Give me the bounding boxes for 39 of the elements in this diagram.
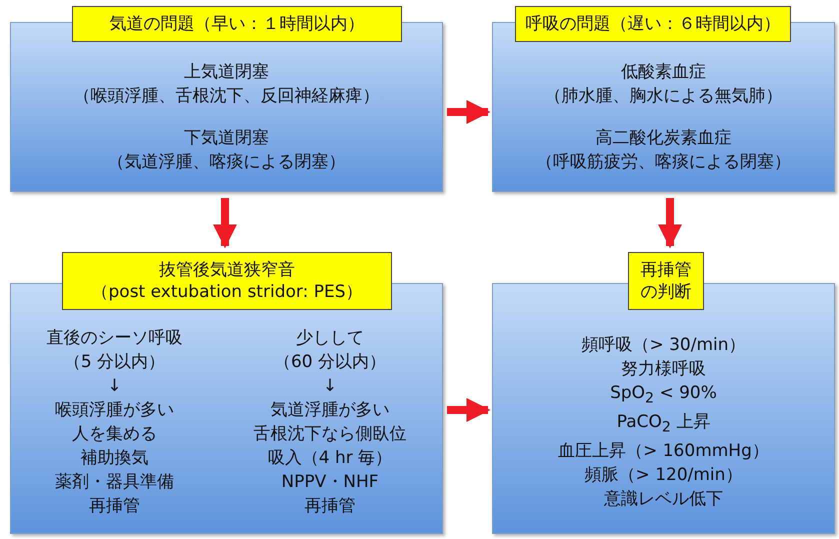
body-text: ↓ [107,375,122,398]
heading-label: 気道の問題（早い：１時間以内） [72,6,402,42]
body-text: （60 分以内） [274,351,386,374]
body-text: 人を集める [72,423,157,446]
body-text: 補助換気 [80,447,148,470]
body-text: （喉頭浮腫、舌根沈下、反回神経麻痺） [74,85,380,108]
body-text: 上気道閉塞 [184,61,269,84]
body-text: 少しして [296,327,364,350]
body-text: 意識レベル低下 [604,488,723,512]
arrow [213,198,237,248]
body-text: 血圧上昇（> 160mmHg） [558,440,769,464]
body-text: SpO$_{2}$ < 90% [610,382,717,408]
heading-label: 抜管後気道狭窄音 （post extubation stridor: PES） [62,252,392,310]
body-text: （肺水腫、胸水による無気肺） [544,85,782,108]
body-text: 下気道閉塞 [184,127,269,150]
body-text: 頻呼吸（> 30/min） [581,334,746,357]
body-text: PaCO$_{2}$ 上昇 [616,411,710,438]
body-text: 直後のシーソ呼吸 [46,327,182,350]
body-text: （呼吸筋疲労、喀痰による閉塞） [536,151,791,174]
body-text: 頻脈（> 120/min） [584,464,742,488]
body-text: NPPV・NHF [281,471,379,494]
body-text: （気道浮腫、喀痰による閉塞） [108,151,346,174]
body-text: 吸入（4 hr 毎） [268,447,392,470]
body-text: 気道浮腫が多い [270,399,390,422]
body-text: 舌根沈下なら側臥位 [254,423,406,446]
body-text: 再挿管 [89,495,140,518]
body-text: 薬剤・器具準備 [55,471,174,494]
arrow [447,398,490,422]
heading-label: 再挿管の判断 [628,252,704,310]
body-text: ↓ [322,375,338,398]
body-text: 喉頭浮腫が多い [55,399,174,422]
body-text: 高二酸化炭素血症 [596,127,732,150]
body-text: 再挿管 [304,495,356,518]
body-text: （5 分以内） [64,351,166,374]
body-text: 努力様呼吸 [620,358,706,381]
arrow [447,100,490,124]
body-text: 低酸素血症 [621,61,706,84]
heading-label: 呼吸の問題（遅い：６時間以内） [515,6,791,42]
arrow [658,198,682,248]
